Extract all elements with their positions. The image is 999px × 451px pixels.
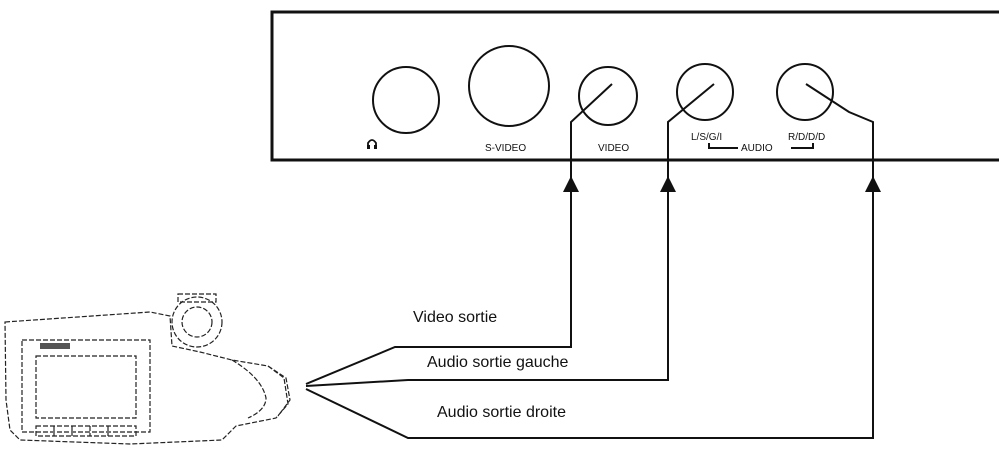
audio-right-jack: [776, 63, 834, 121]
camcorder-grip: [231, 359, 267, 419]
audio-left-arrow: [660, 176, 676, 192]
video-jack: [578, 66, 638, 126]
s-video-jack: [468, 45, 550, 127]
camcorder-strap: [267, 365, 291, 417]
camcorder-lens: [171, 296, 223, 348]
camcorder-button-row: [35, 425, 137, 437]
camcorder-top-panel: [177, 293, 217, 303]
camcorder-lcd-frame: [21, 339, 151, 433]
audio-right-cable-label: Audio sortie droite: [437, 404, 566, 421]
cables: [305, 83, 874, 439]
camcorder-icon: [4, 293, 291, 445]
video-label: VIDEO: [598, 143, 629, 154]
video-arrow: [563, 176, 579, 192]
audio-left-jack: [676, 63, 734, 121]
audio-left-label: L/S/G/I: [691, 132, 722, 143]
panel-frame: [270, 10, 999, 162]
video-cable-label: Video sortie: [413, 309, 497, 326]
audio-right-cable: [305, 83, 874, 439]
audio-left-cable-label: Audio sortie gauche: [427, 354, 569, 371]
tv-panel: S-VIDEO VIDEO L/S/G/I R/D/D/D AUDIO: [270, 10, 999, 162]
audio-right-label: R/D/D/D: [788, 132, 825, 143]
audio-right-arrow: [865, 176, 881, 192]
audio-left-cable: [305, 83, 715, 387]
camcorder-lcd-screen: [35, 355, 137, 419]
camcorder-lens-inner: [181, 306, 213, 338]
camcorder-logo: [40, 343, 70, 349]
audio-group-bracket: [708, 143, 814, 149]
camcorder-body: [4, 311, 289, 445]
video-cable: [305, 83, 613, 385]
audio-group-label: AUDIO: [741, 143, 773, 154]
s-video-label: S-VIDEO: [485, 143, 526, 154]
headphone-icon: [367, 139, 377, 149]
headphone-jack: [372, 66, 440, 134]
